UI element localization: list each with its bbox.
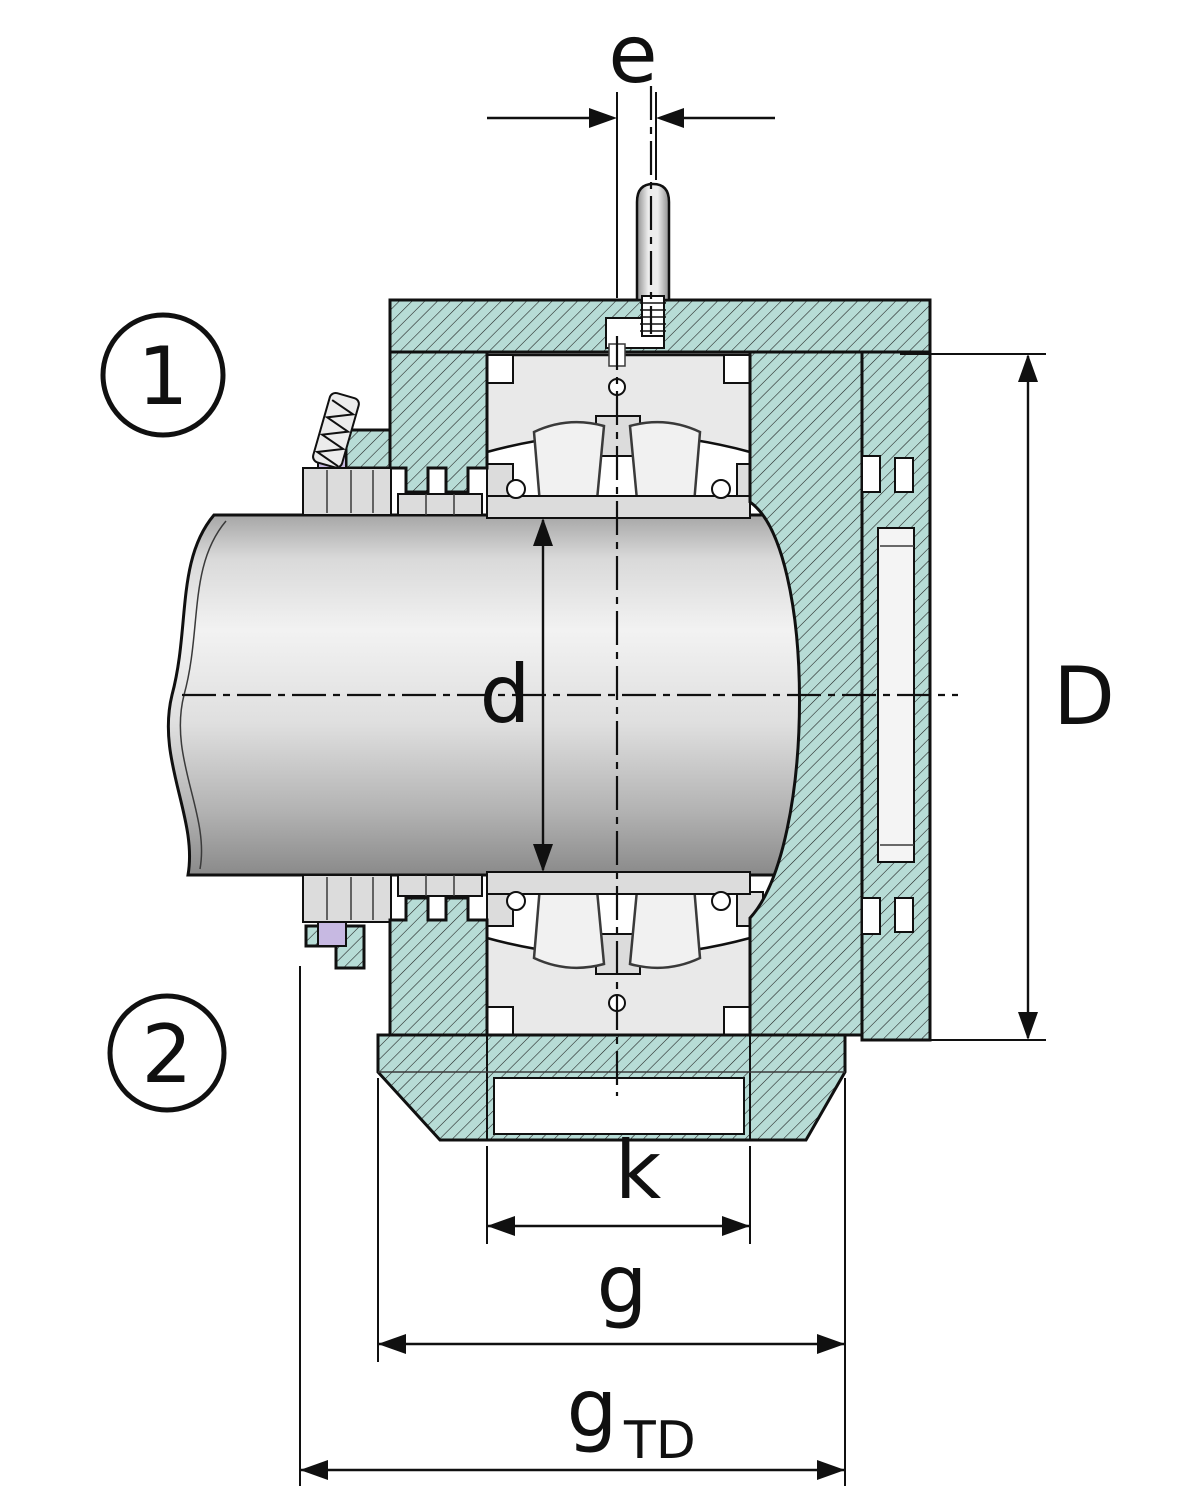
shaft-seals-and-locknut: [302, 391, 483, 970]
ring-groove: [723, 354, 751, 384]
dim-gtd-label: g: [567, 1362, 618, 1455]
arrowhead: [533, 844, 553, 872]
dim-gtd-subscript: TD: [623, 1411, 696, 1471]
housing-base: [376, 896, 847, 1142]
shaft-body: [166, 513, 824, 877]
arrowhead: [1018, 354, 1038, 382]
locking-pin: [312, 391, 360, 469]
arrowhead: [722, 1216, 750, 1236]
cage-rivet: [711, 891, 731, 911]
locking-washer-bottom: [317, 921, 347, 947]
callout-1-cap: 1: [100, 312, 226, 438]
cap-left-wall-labyrinth: [388, 350, 489, 494]
locknut-bottom: [302, 874, 392, 923]
arrowhead: [656, 108, 684, 128]
arrowhead: [817, 1334, 845, 1354]
grease-nipple: [635, 182, 671, 302]
thread-ticks: [640, 302, 666, 332]
inner-ring-top: [486, 495, 751, 519]
dim-d-label: d: [480, 648, 531, 741]
seal-ring-top: [397, 493, 483, 516]
cover-groove: [861, 455, 881, 493]
arrowhead: [1018, 1012, 1038, 1040]
arrowhead: [300, 1460, 328, 1480]
callout-2-label: 2: [142, 1008, 193, 1101]
nipple-thread-stem: [641, 295, 665, 337]
callout-2-base: 2: [107, 993, 227, 1113]
base-left-wall-labyrinth: [388, 896, 489, 1037]
bearing-bottom: [485, 871, 764, 1037]
callout-1-label: 1: [138, 330, 189, 423]
cover-groove: [894, 897, 914, 933]
dim-D-label: D: [1053, 650, 1115, 743]
dim-k-label: k: [615, 1124, 662, 1217]
grease-fitting: [605, 182, 671, 367]
dim-g-label: g: [597, 1238, 648, 1331]
arrowhead: [378, 1334, 406, 1354]
roller-bottom-right: [628, 881, 702, 970]
callout-circle: [107, 993, 227, 1113]
ring-groove: [486, 1006, 514, 1036]
dimension-e: e: [487, 8, 775, 298]
inner-ring-bottom: [486, 871, 751, 895]
callout-circle: [100, 312, 226, 438]
cage-rivet: [506, 891, 526, 911]
dimension-k: k: [486, 1124, 751, 1244]
cap-left-boss: [344, 428, 394, 470]
dim-e-label: e: [608, 8, 657, 101]
centerlines: [182, 86, 958, 1096]
arrowhead: [487, 1216, 515, 1236]
cage-rivet: [506, 479, 526, 499]
dimension-D: D: [900, 353, 1115, 1041]
ring-groove: [723, 1006, 751, 1036]
arrowhead: [589, 108, 617, 128]
dimension-d: d: [480, 518, 553, 872]
seal-ring-bottom: [397, 874, 483, 897]
ring-groove: [486, 354, 514, 384]
locknut-top: [302, 467, 392, 516]
roller-top-left: [532, 420, 606, 509]
roller-top-right: [628, 420, 702, 509]
cage-rivet: [711, 479, 731, 499]
arrowhead: [533, 518, 553, 546]
arrowhead: [817, 1460, 845, 1480]
cover-groove: [861, 897, 881, 935]
dimension-g: g: [377, 1078, 846, 1486]
cover-groove: [894, 457, 914, 493]
base-recess: [493, 1077, 745, 1135]
roller-bottom-left: [532, 881, 606, 970]
dimension-gtd: g TD: [299, 966, 845, 1486]
cap-right-wall: [748, 350, 864, 1037]
